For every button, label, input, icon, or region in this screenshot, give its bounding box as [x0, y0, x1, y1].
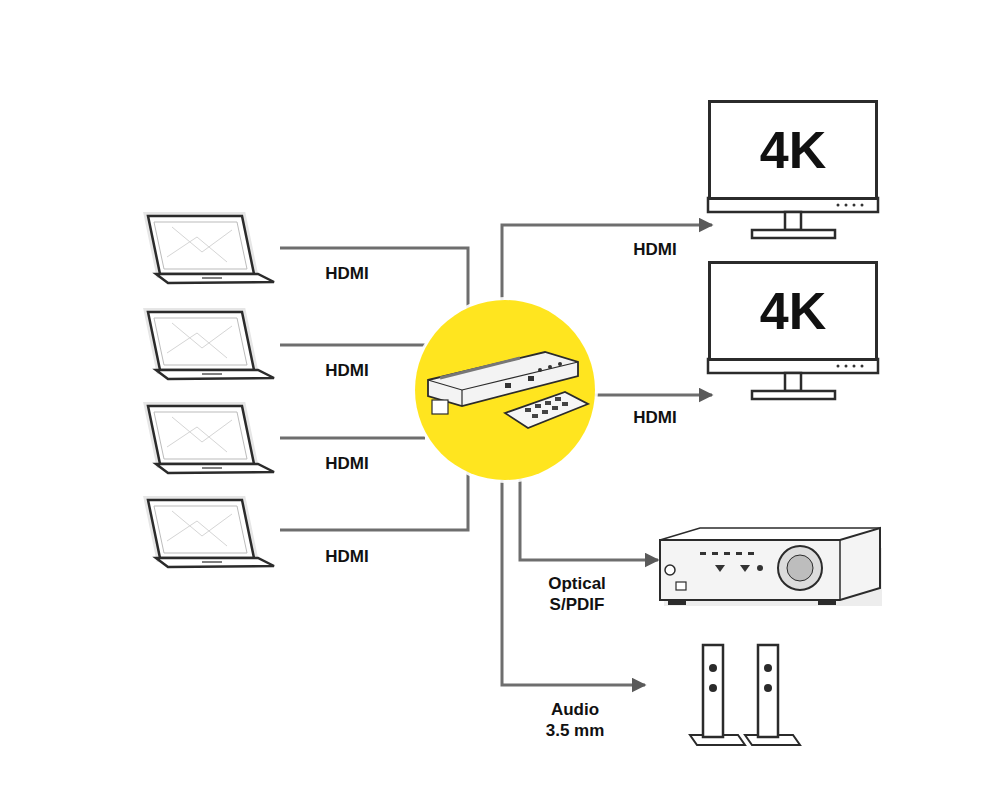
laptops-part	[148, 406, 274, 473]
matrix-hub	[412, 297, 598, 483]
audio-output-label: Audio 3.5 mm	[537, 698, 613, 743]
matrix-hub-part	[432, 400, 448, 414]
av-receiver-part-part	[736, 552, 742, 555]
matrix-hub-part	[505, 362, 562, 388]
av-receiver-part	[668, 600, 686, 605]
monitor-stands-part	[752, 391, 835, 399]
monitor-stands-part-part	[853, 365, 856, 368]
monitor-stands-part-part	[837, 204, 840, 207]
av-receiver-part	[818, 600, 836, 605]
av-receiver-part-part	[724, 552, 730, 555]
hdmi-input-wires-part	[280, 465, 468, 530]
monitor-screen: 4K	[708, 100, 878, 200]
matrix-hub-part-part	[525, 408, 531, 412]
speakers-part	[764, 684, 772, 692]
connection-label: HDMI	[322, 452, 371, 475]
matrix-hub-part	[412, 297, 598, 483]
matrix-hub-part	[428, 352, 578, 406]
matrix-hub-part	[505, 392, 588, 428]
speakers-part	[709, 664, 717, 672]
output-wires-part	[590, 394, 712, 397]
av-receiver-part	[700, 552, 763, 572]
matrix-hub-part-part	[532, 414, 538, 418]
output-wires-part	[502, 225, 712, 300]
speakers-part	[758, 645, 778, 737]
monitor-stands-part	[785, 373, 801, 391]
matrix-hub-part	[461, 390, 462, 406]
audio-output-label: Optical S/PDIF	[533, 572, 621, 617]
matrix-hub-part-part	[528, 376, 534, 381]
connection-label: HDMI	[630, 238, 679, 261]
laptops-part	[148, 500, 274, 567]
monitor-stands-part	[752, 230, 835, 238]
speakers-part	[709, 684, 717, 692]
matrix-hub-part-part	[552, 406, 558, 410]
speakers-part	[703, 645, 723, 737]
matrix-hub-part-part	[542, 410, 548, 414]
av-receiver-part	[778, 546, 822, 590]
av-receiver-part	[665, 565, 675, 575]
connection-label: HDMI	[322, 262, 371, 285]
monitor-stands	[708, 198, 878, 399]
matrix-hub-part-part	[548, 365, 552, 369]
av-receiver-part-part	[712, 552, 718, 555]
hdmi-input-wires-part	[280, 344, 425, 347]
av-receiver-part-part	[757, 565, 763, 571]
monitor-stands-part	[708, 198, 878, 212]
av-receiver-part-part	[740, 565, 750, 572]
matrix-hub-part-part	[545, 401, 551, 405]
av-receiver-part-part	[748, 552, 754, 555]
monitor-stands-part	[785, 212, 801, 230]
av-receiver-part	[660, 528, 880, 600]
matrix-hub-part-part	[538, 368, 542, 372]
connection-label: HDMI	[322, 545, 371, 568]
hdmi-input-wires-part	[280, 248, 468, 320]
laptops	[148, 216, 274, 567]
speakers-part	[764, 664, 772, 672]
monitor-stands-part-part	[861, 204, 864, 207]
resolution-text: 4K	[760, 285, 826, 337]
monitor-stands-part-part	[845, 365, 848, 368]
connection-label: HDMI	[322, 359, 371, 382]
monitor-stands-part-part	[853, 204, 856, 207]
laptops-part	[148, 312, 274, 379]
monitor-stands-part	[708, 359, 878, 373]
matrix-hub-part	[525, 397, 568, 418]
matrix-hub-part-part	[562, 402, 568, 406]
matrix-hub-part-part	[505, 383, 511, 388]
matrix-hub-part	[415, 300, 595, 480]
matrix-hub-part	[440, 358, 520, 378]
laptops-part	[148, 216, 274, 283]
av-receiver-part-part	[715, 565, 725, 572]
connection-label: HDMI	[630, 406, 679, 429]
monitor-stands-part	[837, 204, 864, 207]
resolution-text: 4K	[760, 124, 826, 176]
av-receiver-part-part	[700, 552, 706, 555]
av-receiver-part	[676, 582, 686, 590]
av-receiver-part	[787, 555, 813, 581]
matrix-hub-part-part	[555, 397, 561, 401]
output-wires-part	[520, 478, 658, 560]
monitor-stands-part	[837, 365, 864, 368]
av-receiver-part	[660, 528, 880, 600]
matrix-hub-part-part	[558, 362, 562, 366]
monitor-screen: 4K	[708, 261, 878, 361]
monitor-stands-part-part	[845, 204, 848, 207]
matrix-hub-part-part	[535, 404, 541, 408]
monitor-stands-part-part	[837, 365, 840, 368]
output-wires-part	[502, 480, 645, 685]
speakers	[690, 645, 800, 745]
hdmi-input-wires-part	[280, 437, 425, 440]
av-receiver	[660, 528, 882, 606]
monitor-stands-part-part	[861, 365, 864, 368]
